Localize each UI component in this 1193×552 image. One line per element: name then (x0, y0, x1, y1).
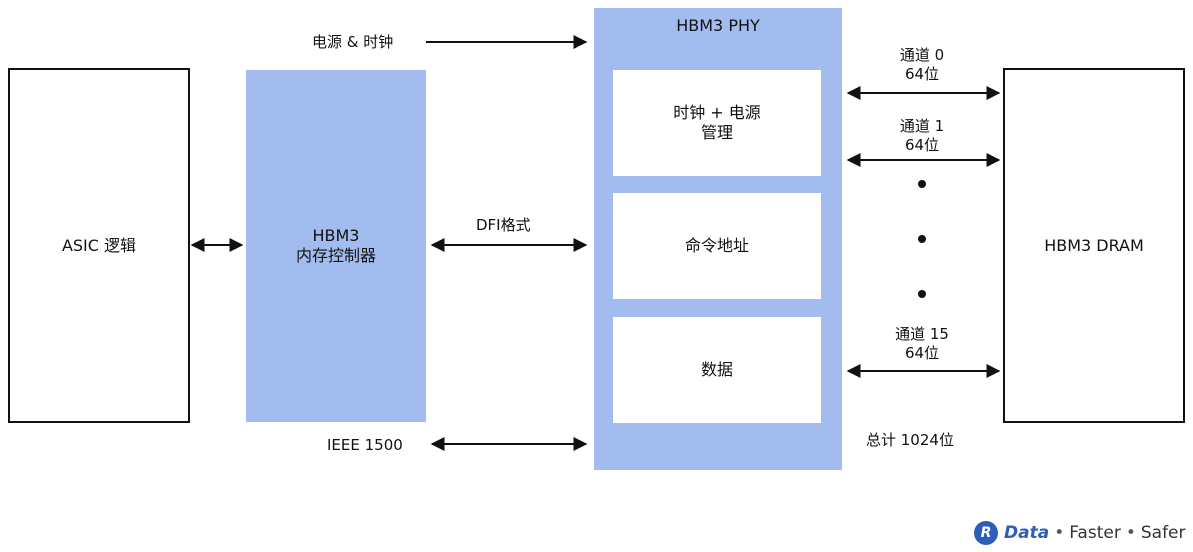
ellipsis-dot (918, 235, 926, 243)
controller-label-line1: HBM3 (312, 226, 360, 245)
brand-logo-icon: R (974, 521, 998, 545)
channel-15-name: 通道 15 (895, 325, 949, 343)
command-address-label: 命令地址 (684, 236, 749, 255)
brand-watermark: R Data • Faster • Safer (974, 519, 1186, 547)
channel-15-label: 通道 15 64位 (876, 325, 968, 363)
phy-title: HBM3 PHY (676, 16, 760, 35)
memory-controller-block: HBM3 内存控制器 (246, 70, 426, 422)
clock-power-mgmt-block: 时钟 + 电源 管理 (613, 70, 821, 176)
dram-block: HBM3 DRAM (1003, 68, 1185, 423)
channel-0-name: 通道 0 (899, 46, 945, 64)
total-bits-label: 总计 1024位 (866, 431, 954, 449)
channel-15-width: 64位 (904, 344, 940, 362)
brand-name: Data (1004, 523, 1050, 543)
channel-1-label: 通道 1 64位 (880, 117, 964, 155)
channel-0-label: 通道 0 64位 (880, 46, 964, 84)
brand-tag-safer: Safer (1140, 523, 1186, 543)
brand-separator: • (1125, 523, 1136, 543)
data-block: 数据 (613, 317, 821, 423)
channel-1-width: 64位 (904, 136, 940, 154)
command-address-block: 命令地址 (613, 193, 821, 299)
clock-power-label-line1: 时钟 + 电源 (673, 103, 761, 122)
asic-logic-block: ASIC 逻辑 (8, 68, 190, 423)
asic-logic-label: ASIC 逻辑 (61, 235, 137, 255)
brand-tag-faster: Faster (1069, 523, 1121, 543)
channel-0-width: 64位 (904, 65, 940, 83)
clock-power-label-line2: 管理 (700, 123, 733, 142)
power-clock-label: 电源 & 时钟 (312, 33, 394, 51)
dram-label: HBM3 DRAM (1044, 235, 1144, 255)
ieee-label: IEEE 1500 (327, 436, 403, 454)
ellipsis-dot (918, 180, 926, 188)
dfi-label: DFI格式 (476, 216, 531, 234)
channel-1-name: 通道 1 (899, 117, 945, 135)
controller-label-line2: 内存控制器 (295, 246, 376, 265)
brand-separator: • (1054, 523, 1065, 543)
ellipsis-dot (918, 290, 926, 298)
data-block-label: 数据 (700, 360, 733, 379)
